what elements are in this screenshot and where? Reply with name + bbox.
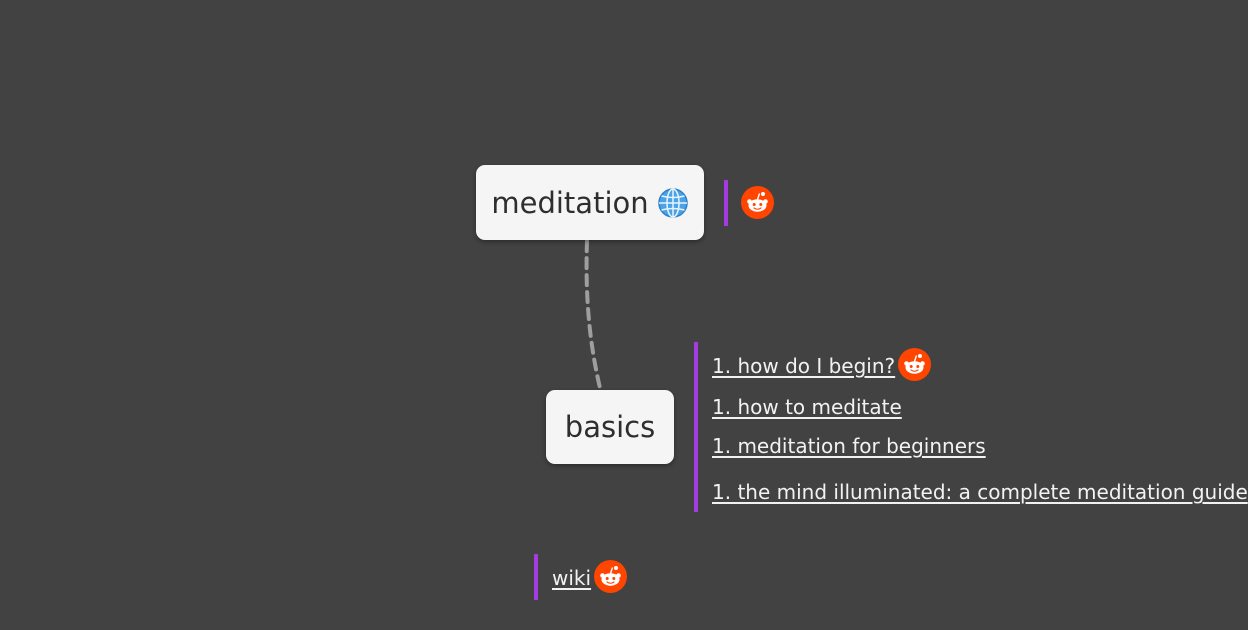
link-how-do-i-begin[interactable]: 1. how do I begin? bbox=[712, 347, 932, 382]
link-label: wiki bbox=[552, 566, 592, 590]
link-wiki[interactable]: wiki bbox=[552, 559, 628, 595]
child-node-label: basics bbox=[564, 410, 656, 444]
link-label: 1. meditation for beginners bbox=[712, 434, 986, 458]
root-notes-panel bbox=[724, 180, 784, 226]
root-node-meditation[interactable]: meditation bbox=[476, 165, 704, 240]
reddit-icon[interactable] bbox=[741, 186, 774, 219]
link-the-mind-illuminated[interactable]: 1. the mind illuminated: a complete medi… bbox=[712, 477, 1248, 507]
mindmap-canvas: meditation basics bbox=[476, 165, 1248, 600]
reddit-icon[interactable] bbox=[594, 559, 628, 593]
child-node-basics[interactable]: basics bbox=[546, 390, 674, 464]
root-node-label: meditation bbox=[491, 185, 649, 220]
basics-links-panel bbox=[694, 342, 1200, 512]
link-label: 1. how do I begin? bbox=[712, 354, 896, 378]
globe-icon bbox=[657, 187, 689, 219]
link-label: 1. the mind illuminated: a complete medi… bbox=[712, 480, 1248, 504]
reddit-icon[interactable] bbox=[898, 347, 932, 381]
link-label: 1. how to meditate bbox=[712, 395, 902, 419]
connector-layer bbox=[584, 239, 602, 390]
root-to-basics-connector bbox=[584, 239, 602, 390]
link-meditation-for-beginners[interactable]: 1. meditation for beginners bbox=[712, 431, 986, 461]
wiki-panel bbox=[534, 554, 654, 600]
link-how-to-meditate[interactable]: 1. how to meditate bbox=[712, 392, 902, 422]
